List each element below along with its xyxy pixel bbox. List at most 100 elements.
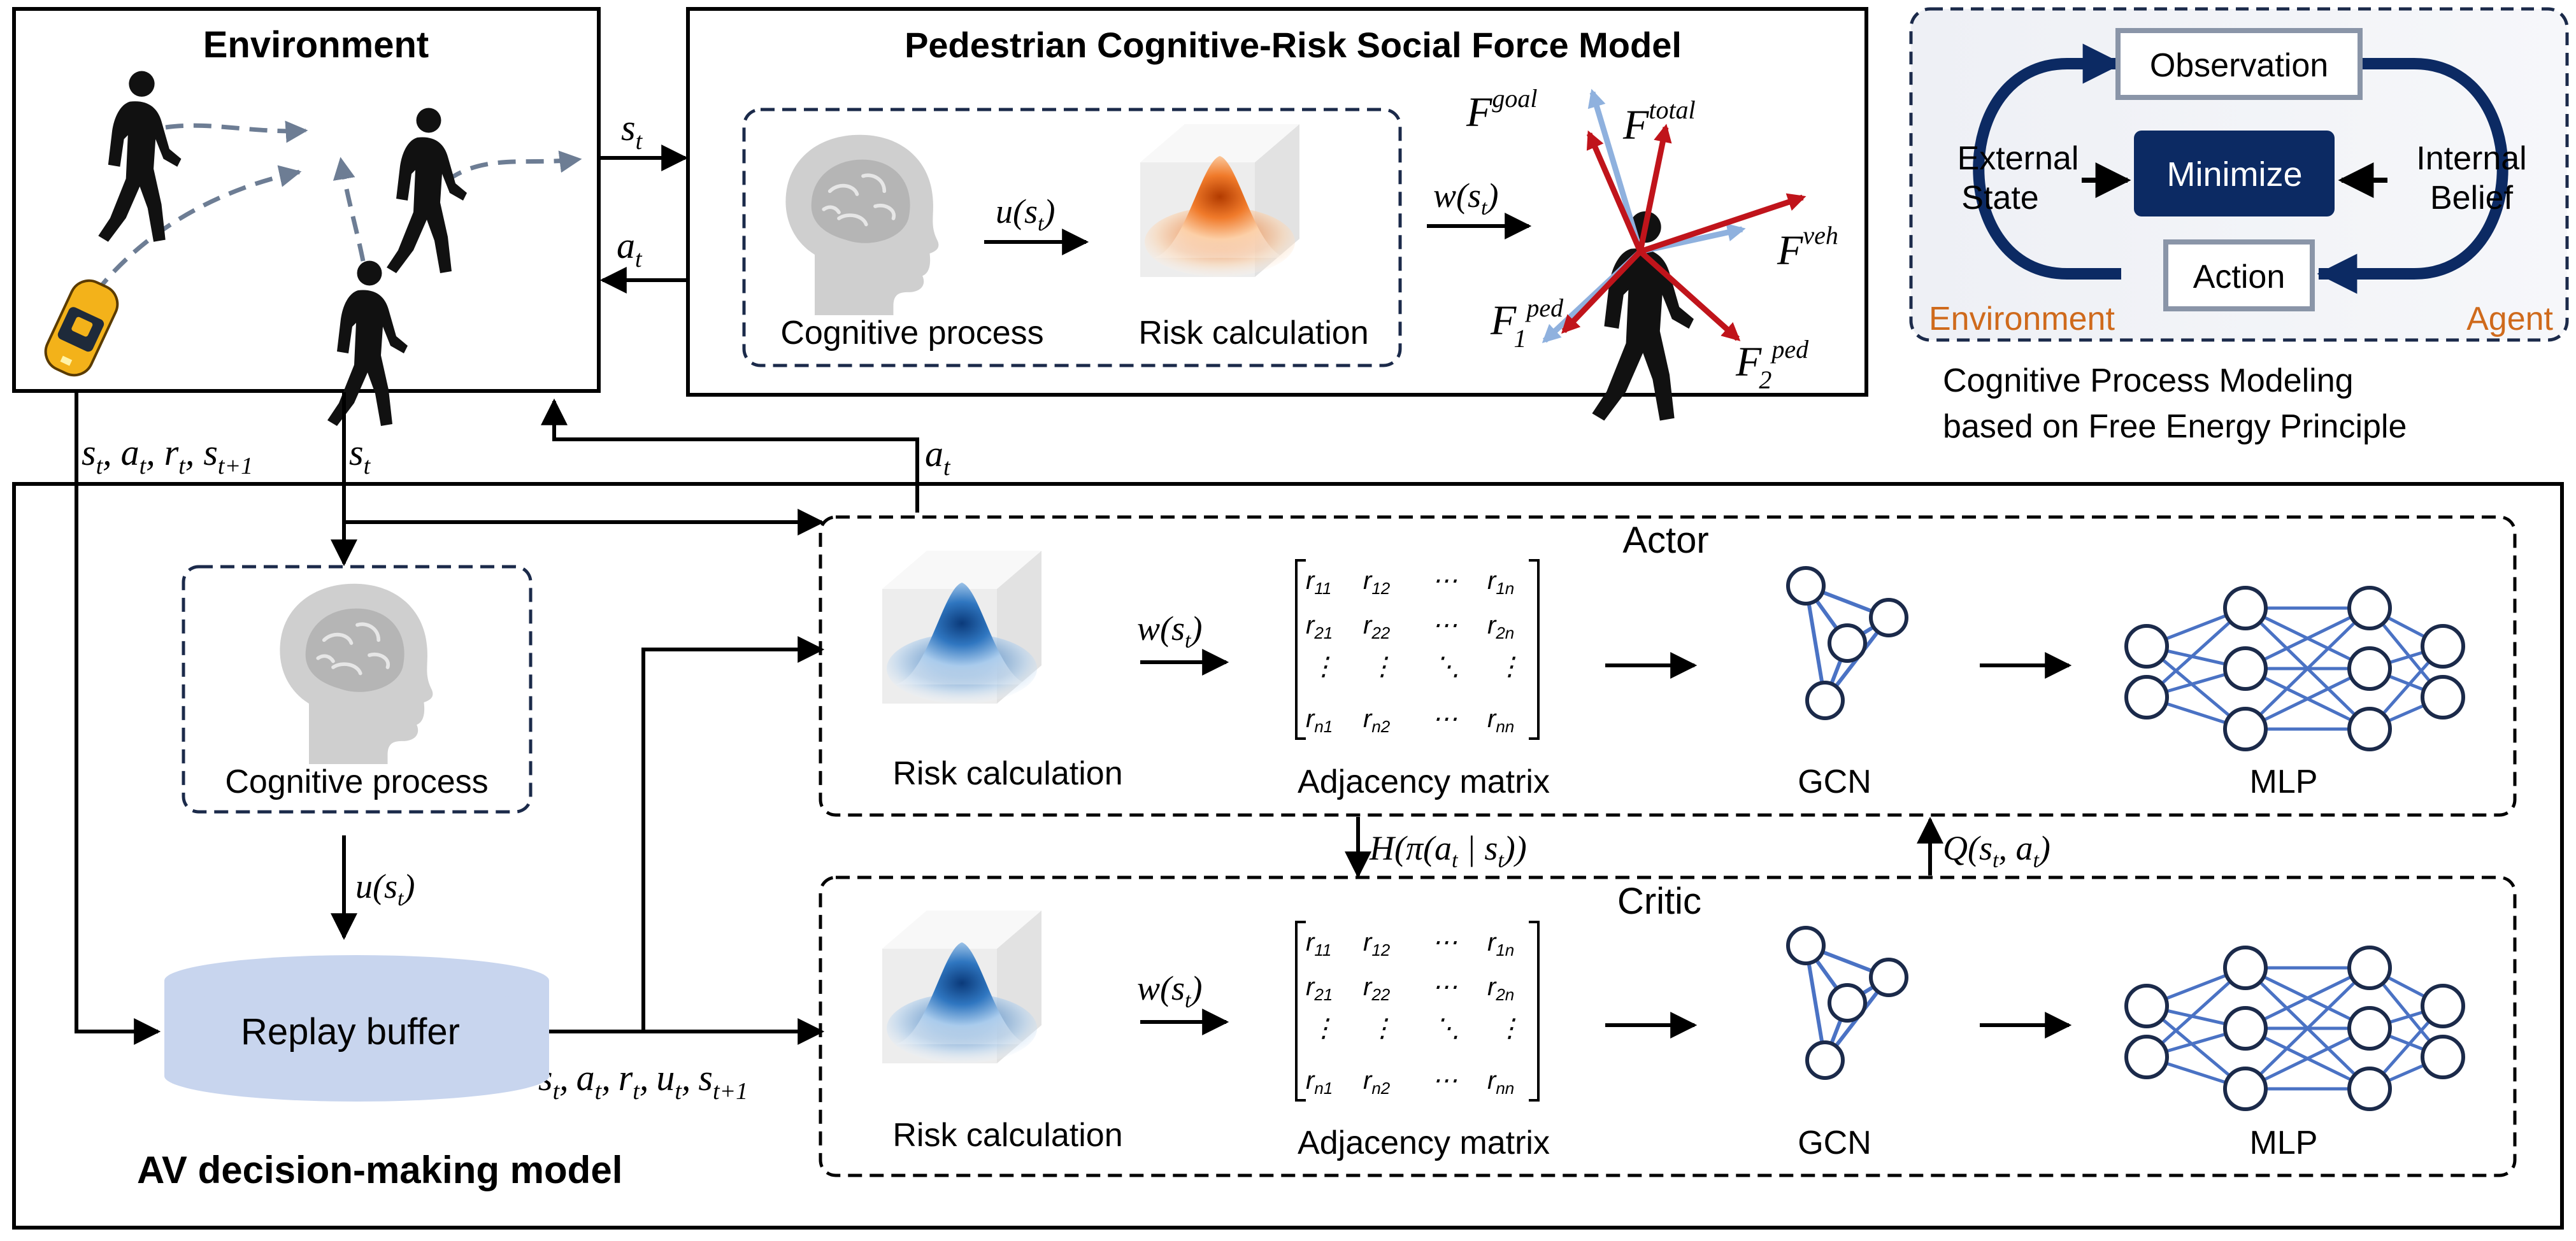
svg-text:r21: r21: [1306, 611, 1333, 642]
critic-panel: Critic Risk calculation w(st) r11 r12 ⋯ …: [819, 876, 2517, 1177]
state-label-top: st: [621, 107, 643, 155]
transition-to-replay-arrow: [75, 392, 161, 1045]
critic-mlp-icon: [2126, 947, 2463, 1109]
critic-mlp-label: MLP: [2250, 1124, 2318, 1161]
actor-action-to-environment-arrow: [541, 398, 919, 513]
svg-text:⋮: ⋮: [1370, 1014, 1395, 1042]
svg-text:rn2: rn2: [1363, 1067, 1391, 1098]
replay-sample-label: st,at,rt,ut,st+1: [538, 1057, 748, 1105]
svg-text:⋯: ⋯: [1432, 705, 1457, 733]
critic-w-label: w(st): [1137, 969, 1202, 1012]
fep-environment-label: Environment: [1929, 301, 2115, 337]
fep-loop-left: [1973, 58, 2191, 280]
goal-red-arrow: [1586, 130, 1643, 253]
minimize-box: [2134, 131, 2335, 216]
svg-text:⋮: ⋮: [1311, 653, 1336, 681]
svg-text:⋮: ⋮: [1497, 653, 1522, 681]
goal-force-label: Fgoal: [1466, 84, 1537, 136]
observation-label: Observation: [2150, 47, 2328, 84]
ped2-force-arrow: [1638, 249, 1741, 341]
svg-text:r22: r22: [1363, 611, 1391, 642]
environment-panel: Environment: [12, 7, 601, 426]
av-model-title: AV decision-making model: [137, 1149, 622, 1191]
av-brain-icon: [280, 584, 433, 764]
env-pedestrian-links: st at: [599, 107, 689, 294]
svg-text:r12: r12: [1363, 567, 1391, 598]
svg-text:r11: r11: [1306, 567, 1331, 598]
svg-text:r22: r22: [1363, 973, 1391, 1004]
minimize-label: Minimize: [2166, 155, 2302, 194]
q-value-label: Q(st, at): [1943, 829, 2050, 872]
action-label: Action: [2193, 259, 2286, 295]
svg-text:rn1: rn1: [1306, 1067, 1333, 1098]
pedestrian-risk-label: Risk calculation: [1138, 315, 1368, 351]
av-flow-lines: st,at,rt,st+1 st at st,at,rt,ut,st+1 u(s…: [75, 392, 951, 1105]
total-force-label: Ftotal: [1622, 96, 1696, 148]
trajectory-paths: [94, 120, 582, 295]
ped1-force-label: F1ped: [1490, 294, 1564, 353]
critic-title: Critic: [1617, 881, 1701, 922]
svg-text:r11: r11: [1306, 928, 1331, 960]
environment-title: Environment: [203, 24, 429, 66]
svg-text:r2n: r2n: [1487, 611, 1514, 642]
observation-box: [2115, 28, 2363, 100]
svg-text:r2n: r2n: [1487, 973, 1514, 1004]
actor-mlp-label: MLP: [2250, 763, 2318, 800]
actor-title: Actor: [1622, 520, 1708, 561]
replay-buffer-label: Replay buffer: [241, 1011, 460, 1053]
critic-adjacency-label: Adjacency matrix: [1298, 1124, 1550, 1161]
svg-text:⋯: ⋯: [1432, 1067, 1457, 1095]
total-force-arrow: [1637, 124, 1672, 252]
svg-text:⋮: ⋮: [1311, 1014, 1336, 1042]
goal-force-arrow: [1587, 89, 1643, 253]
svg-text:⋯: ⋯: [1432, 973, 1457, 1001]
actor-risk-label: Risk calculation: [892, 755, 1122, 792]
actor-risk-surface: [882, 551, 1041, 704]
av-model-box: [12, 482, 2564, 1230]
actor-gcn-label: GCN: [1798, 763, 1871, 800]
vehicle-icon: [44, 279, 119, 377]
environment-box: [12, 7, 601, 393]
risk-surface-orange: [1140, 124, 1299, 277]
pedestrian-model-title: Pedestrian Cognitive-Risk Social Force M…: [905, 25, 1682, 65]
actor-critic-links: H(π(at | st)) Q(st, at): [1345, 816, 2050, 879]
action-label-top: at: [617, 225, 643, 273]
svg-text:r1n: r1n: [1487, 567, 1514, 598]
social-force-figure: Fgoal Ftotal Fveh F1ped F2ped: [1466, 84, 1838, 421]
svg-text:rn2: rn2: [1363, 705, 1391, 736]
svg-text:rnn: rnn: [1487, 705, 1514, 736]
critic-risk-surface: [882, 911, 1041, 1063]
svg-text:⋯: ⋯: [1432, 611, 1457, 639]
u-label: u(st): [996, 192, 1055, 236]
svg-text:⋱: ⋱: [1435, 1014, 1460, 1042]
actor-w-label: w(st): [1137, 609, 1202, 653]
action-box: [2163, 239, 2315, 311]
actor-mlp-icon: [2126, 588, 2463, 749]
critic-gcn-label: GCN: [1798, 1124, 1871, 1161]
state-to-actor-arrow: [342, 392, 825, 535]
critic-gcn-icon: [1788, 928, 1907, 1078]
action-label-av: at: [925, 433, 951, 481]
replay-to-actor-arrow: [641, 636, 825, 1032]
svg-text:⋯: ⋯: [1432, 928, 1457, 956]
ped1-force-arrow: [1561, 249, 1643, 334]
ped2-force-label: F2ped: [1735, 335, 1809, 394]
actor-box: [819, 515, 2517, 817]
svg-text:r12: r12: [1363, 928, 1391, 960]
actor-panel: Actor Risk calculation w(st) r11 r12 ⋯ r…: [819, 515, 2517, 817]
w-label-pedestrian: w(st): [1433, 176, 1498, 220]
actor-gcn-icon: [1788, 568, 1907, 718]
av-cognitive-label: Cognitive process: [225, 763, 488, 800]
veh-force-arrow: [1639, 193, 1807, 255]
veh-force-label: Fveh: [1777, 221, 1838, 274]
svg-text:r21: r21: [1306, 973, 1333, 1004]
pedestrian-cognitive-label: Cognitive process: [780, 315, 1043, 351]
svg-text:rn1: rn1: [1306, 705, 1333, 736]
critic-box: [819, 876, 2517, 1177]
svg-text:rnn: rnn: [1487, 1067, 1514, 1098]
